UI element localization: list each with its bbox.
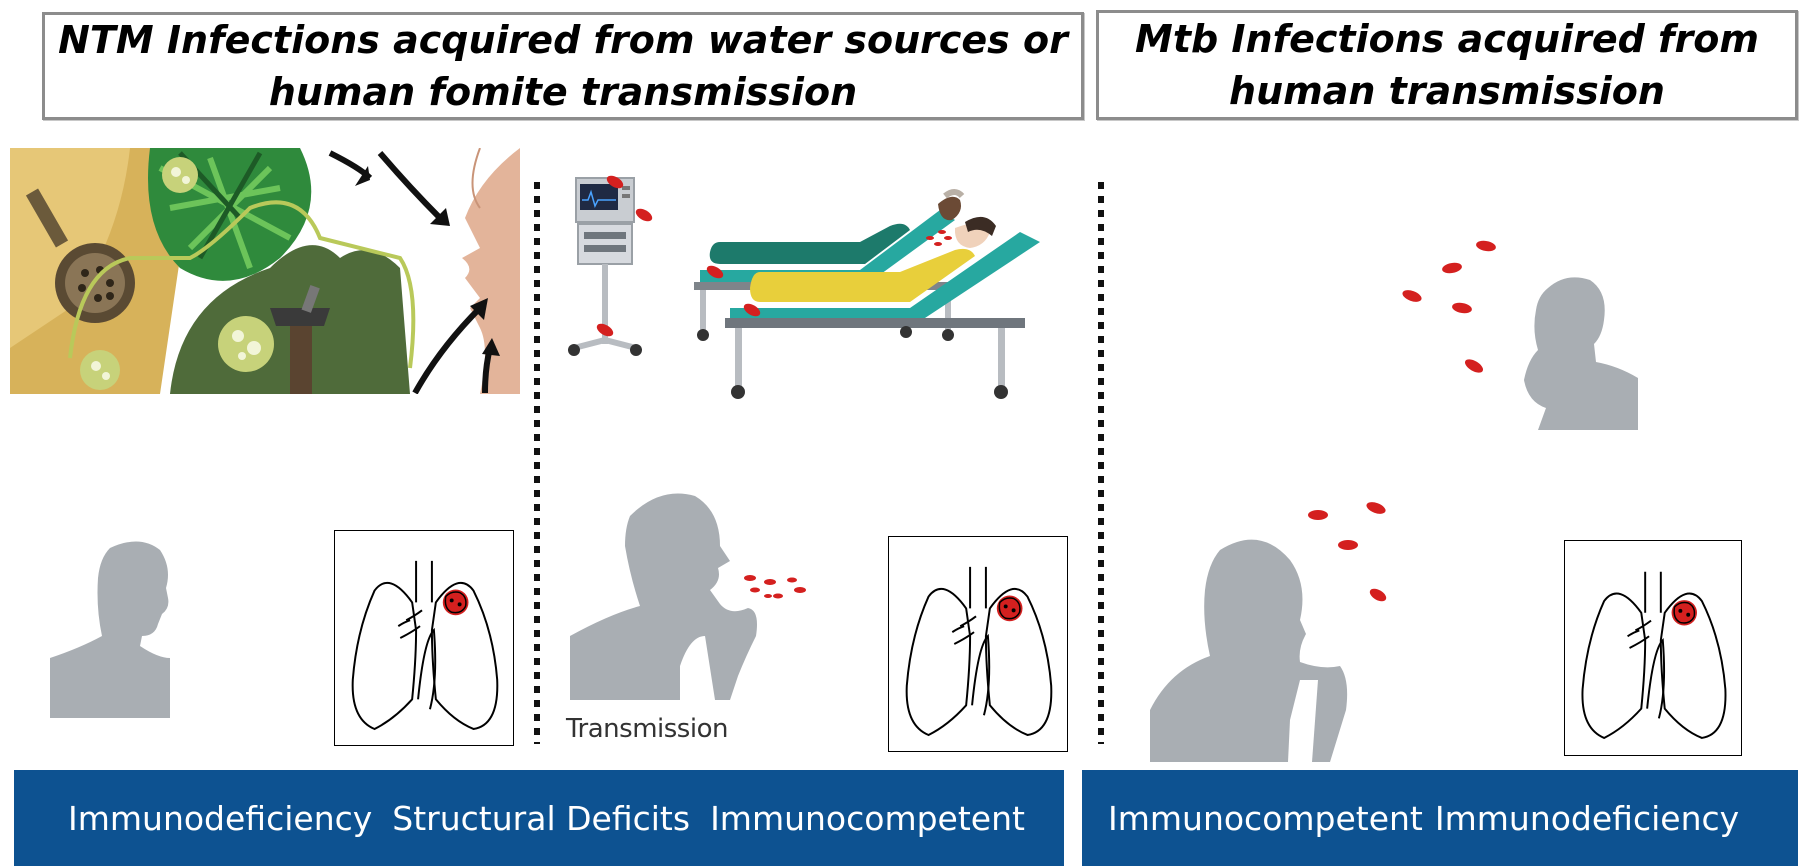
transmission-label: Transmission xyxy=(566,714,728,744)
lung-icon xyxy=(905,566,1053,737)
hospital-scene xyxy=(568,175,1040,399)
label-structural-deficits: Structural Deficits xyxy=(392,798,691,838)
lesion-icon xyxy=(996,595,1023,622)
label-immunocompetent-mtb: Immunocompetent xyxy=(1108,798,1423,838)
silhouette-immunodeficiency xyxy=(50,541,170,718)
label-immunodeficiency-ntm: Immunodeficiency xyxy=(68,798,373,838)
silhouette-mtb-coughing xyxy=(1150,539,1348,762)
silhouette-receiving xyxy=(1524,277,1638,430)
banner-mtb-categories: Immunocompetent Immunodeficiency xyxy=(1082,770,1798,866)
patient-head-back xyxy=(938,196,961,221)
silhouette-coughing xyxy=(570,493,806,700)
fomite-droplets xyxy=(596,175,952,337)
lung-icon xyxy=(351,560,499,731)
mtb-airborne-droplets xyxy=(1308,240,1496,602)
header-mtb-text: Mtb Infections acquired from human trans… xyxy=(1135,17,1759,113)
drinking-fountain-image xyxy=(270,308,330,326)
lung-diagram-2 xyxy=(888,536,1068,752)
lung-icon xyxy=(1581,571,1727,740)
divider-left xyxy=(534,182,540,744)
cough-droplets xyxy=(744,575,806,599)
water-sources-collage xyxy=(10,148,520,394)
face-profile-image xyxy=(462,148,520,394)
banner-ntm-categories: Immunodeficiency Structural Deficits Imm… xyxy=(14,770,1064,866)
mycobacteria-bubble-3 xyxy=(80,350,120,390)
label-immunocompetent-ntm: Immunocompetent xyxy=(710,798,1025,838)
lung-diagram-3 xyxy=(1564,540,1742,756)
patient-head-front xyxy=(965,216,996,236)
hospital-bed-front xyxy=(725,216,1040,399)
vital-monitor-icon xyxy=(568,177,642,356)
label-immunodeficiency-mtb: Immunodeficiency xyxy=(1434,798,1740,838)
lung-diagram-1 xyxy=(334,530,514,746)
header-ntm-text: NTM Infections acquired from water sourc… xyxy=(58,18,1068,114)
header-ntm: NTM Infections acquired from water sourc… xyxy=(42,12,1084,120)
mycobacteria-bubble-2 xyxy=(218,316,274,372)
divider-right xyxy=(1098,182,1104,744)
lesion-icon xyxy=(442,589,469,616)
lesion-icon xyxy=(1671,600,1697,626)
header-mtb: Mtb Infections acquired from human trans… xyxy=(1096,10,1798,120)
